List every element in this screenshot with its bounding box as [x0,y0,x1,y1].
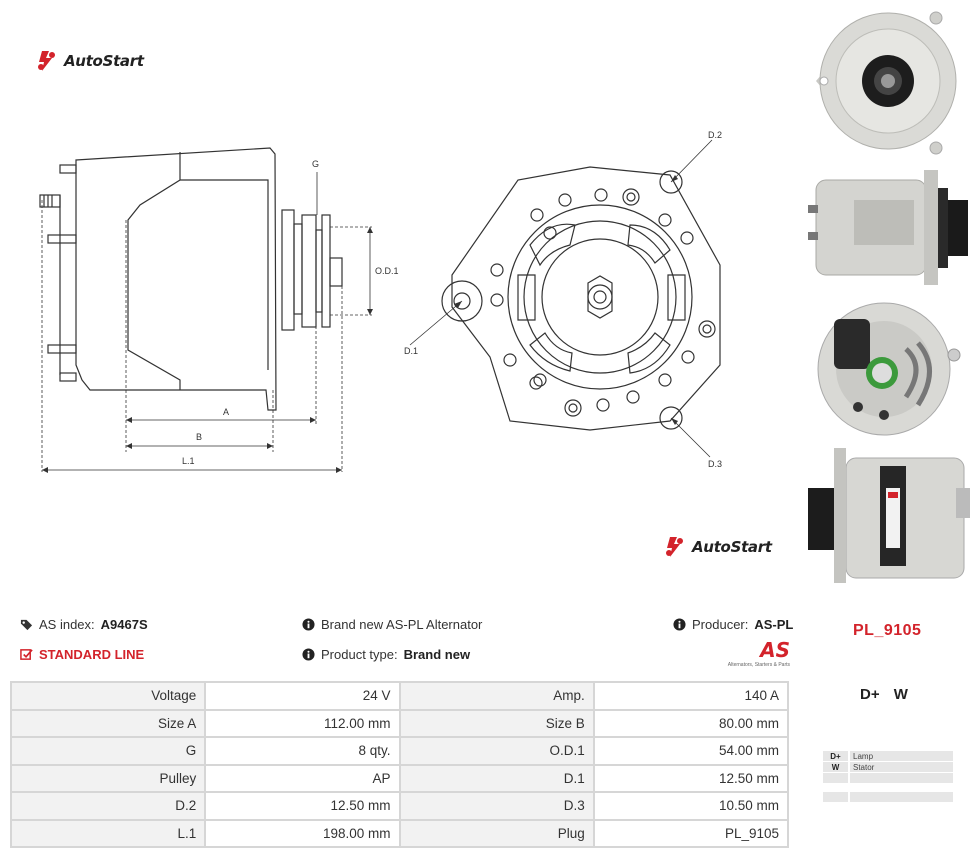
info-icon [302,618,315,631]
label-od1: O.D.1 [375,266,399,276]
brand-logo-top: AutoStart [36,50,144,72]
spec-value: 12.50 mm [592,763,790,793]
product-code: PL_9105 [853,622,922,639]
spec-value: 112.00 mm [204,708,401,738]
terminal-key: W [823,761,850,772]
brand-new-info: Brand new AS-PL Alternator [302,617,482,632]
terminal-empty-row [823,791,953,802]
product-type-info: Product type: Brand new [302,647,470,662]
producer-info: Producer: AS-PL [673,617,793,632]
front-view-drawing: D.1 D.2 D.3 [400,125,740,475]
terminal-key: D+ [823,750,850,761]
terminal-empty-row [823,772,953,783]
spec-key: D.2 [9,791,207,821]
spec-value: 8 qty. [204,736,401,766]
label-b: B [196,432,202,442]
producer-logo-mark: AS [760,638,790,662]
spec-value: 140 A [592,681,790,711]
product-line: STANDARD LINE [20,647,144,662]
product-photo-front [806,6,971,156]
spec-key: D.1 [398,763,595,793]
product-type-value: Brand new [403,647,471,662]
terminal-value: Stator [850,761,953,772]
spec-value: 10.50 mm [592,791,790,821]
info-icon [673,618,686,631]
producer-label: Producer: [692,617,749,632]
spec-key: Size B [398,708,595,738]
spec-key: Pulley [9,763,207,793]
product-photo-rear [806,297,971,442]
brand-mark-icon [666,537,683,557]
spec-key: G [9,736,207,766]
spec-value: 198.00 mm [204,818,401,848]
as-index-value: A9467S [100,617,148,632]
product-type-label: Product type: [321,647,398,662]
brand-name: AutoStart [692,538,772,556]
brand-new-text: Brand new AS-PL Alternator [321,617,483,632]
terminal-value: Lamp [850,750,953,761]
side-view-drawing: G O.D.1 A B L.1 [30,140,420,480]
producer-logo: AS Alternators, Starters & Parts [718,638,790,668]
spec-value: AP [204,763,401,793]
label-a: A [223,407,229,417]
terminals-heading: D+ W [860,686,908,703]
tags-icon [20,619,33,631]
spec-value: 80.00 mm [592,708,790,738]
producer-logo-sub: Alternators, Starters & Parts [727,662,790,668]
brand-mark-icon [38,51,55,71]
spec-key: Plug [398,818,595,848]
label-d3: D.3 [708,459,722,469]
producer-value: AS-PL [754,617,794,632]
brand-logo-bottom: AutoStart [664,536,772,558]
terminal-empty-row [823,783,953,791]
as-index: AS index: A9467S [20,617,148,632]
spec-key: Size A [9,708,207,738]
check-square-icon [20,649,33,660]
spec-key: O.D.1 [398,736,595,766]
label-d1: D.1 [404,346,418,356]
spec-key: Voltage [9,681,207,711]
spec-key: L.1 [9,818,207,848]
as-index-label: AS index: [39,617,95,632]
product-photo-angle [806,448,971,583]
label-g: G [312,159,319,169]
label-l1: L.1 [182,456,195,466]
label-d2: D.2 [708,130,722,140]
spec-value: PL_9105 [592,818,790,848]
brand-name: AutoStart [64,52,144,70]
spec-value: 54.00 mm [592,736,790,766]
info-icon [302,648,315,661]
standard-line-label: STANDARD LINE [39,647,145,662]
spec-value: 24 V [204,681,401,711]
terminal-row: D+Lamp [823,750,953,761]
spec-key: Amp. [398,681,595,711]
spec-key: D.3 [398,791,595,821]
product-photo-side [806,160,971,290]
spec-value: 12.50 mm [204,791,401,821]
